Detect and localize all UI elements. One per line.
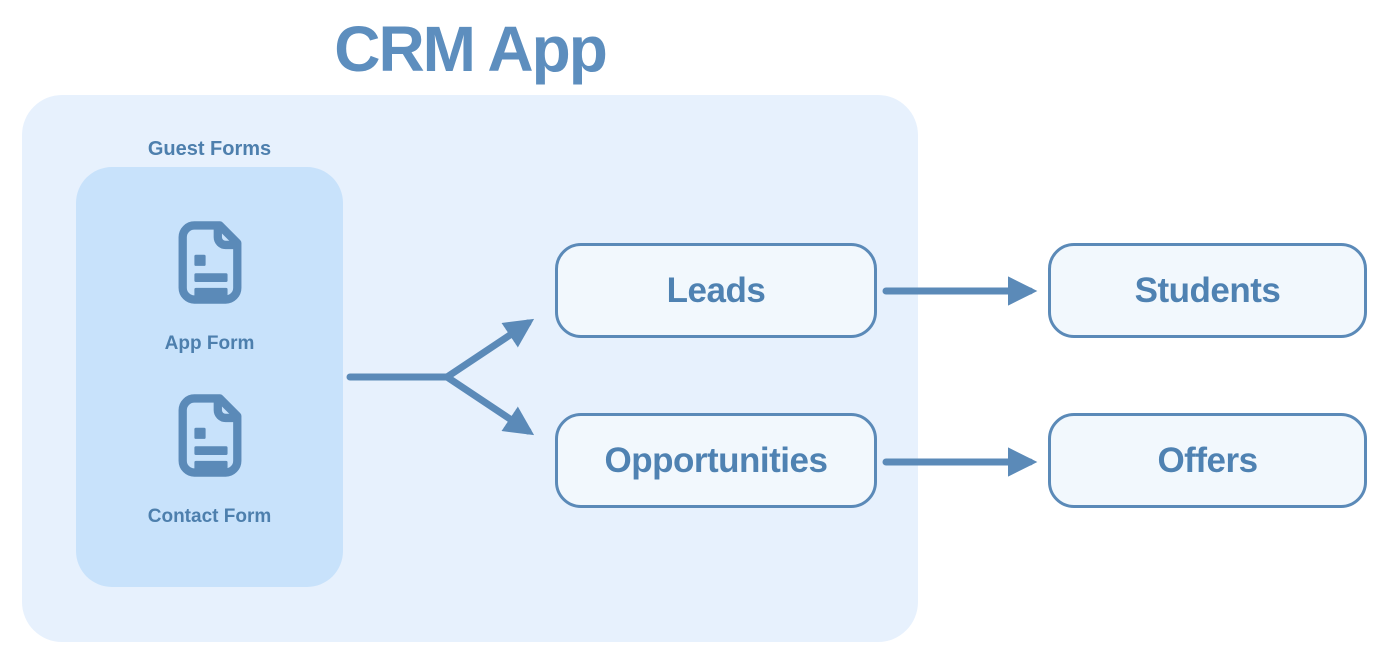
form-item-label: Contact Form [147, 506, 272, 527]
node-label: Offers [1157, 440, 1258, 480]
node-offers: Offers [1048, 413, 1367, 508]
node-label: Students [1134, 270, 1281, 310]
document-icon [178, 394, 241, 477]
guest-forms-box: App Form Contact Form [76, 167, 343, 587]
form-item-label: App Form [164, 333, 255, 354]
document-icon [178, 221, 241, 304]
node-opportunities: Opportunities [555, 413, 877, 508]
node-label: Leads [666, 270, 766, 310]
node-students: Students [1048, 243, 1367, 338]
form-item-app-form: App Form [164, 215, 255, 355]
node-leads: Leads [555, 243, 877, 338]
guest-forms-label: Guest Forms [147, 138, 272, 160]
diagram-title: CRM App [334, 13, 608, 85]
node-label: Opportunities [604, 440, 828, 480]
form-item-contact-form: Contact Form [147, 388, 272, 528]
